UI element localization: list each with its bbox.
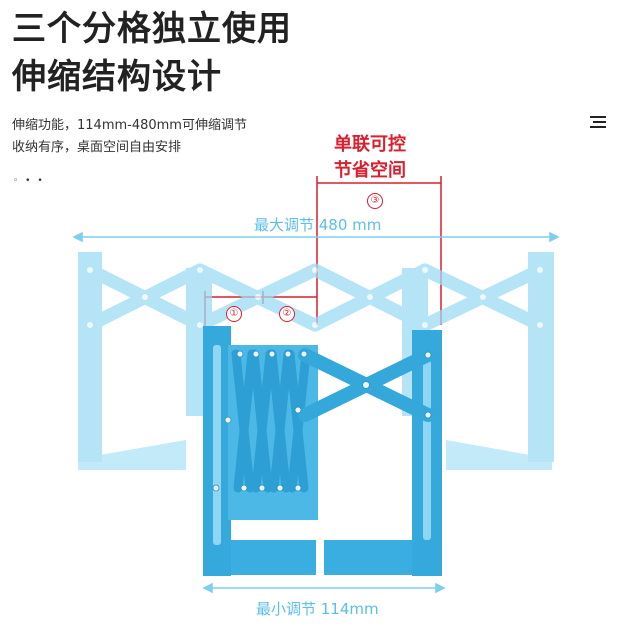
page-title-line-2: 伸缩结构设计 [12,57,222,97]
max-dimension-line [72,231,560,243]
callout-line-2: 节省空间 [334,160,406,181]
marker-3: ③ [367,193,383,209]
collapsed-bookend [203,326,442,576]
marker-2: ② [279,306,295,322]
min-dimension-label: 最小调节 114mm [252,598,383,619]
pager-dots: ◦ • • [13,176,45,186]
expanded-ghost-bookend [78,252,554,470]
description-line-2: 收纳有序，桌面空间自由安排 [12,140,182,155]
red-dimension-lines [204,176,442,326]
callout-line-1: 单联可控 [334,134,406,155]
max-dimension-label: 最大调节 480 mm [254,216,382,234]
marker-1: ① [226,306,242,322]
description-line-1: 伸缩功能，114mm-480mm可伸缩调节 [12,118,247,133]
page-title-line-1: 三个分格独立使用 [12,9,292,49]
hamburger-menu-icon[interactable] [590,114,606,128]
min-dimension-line [202,582,446,594]
